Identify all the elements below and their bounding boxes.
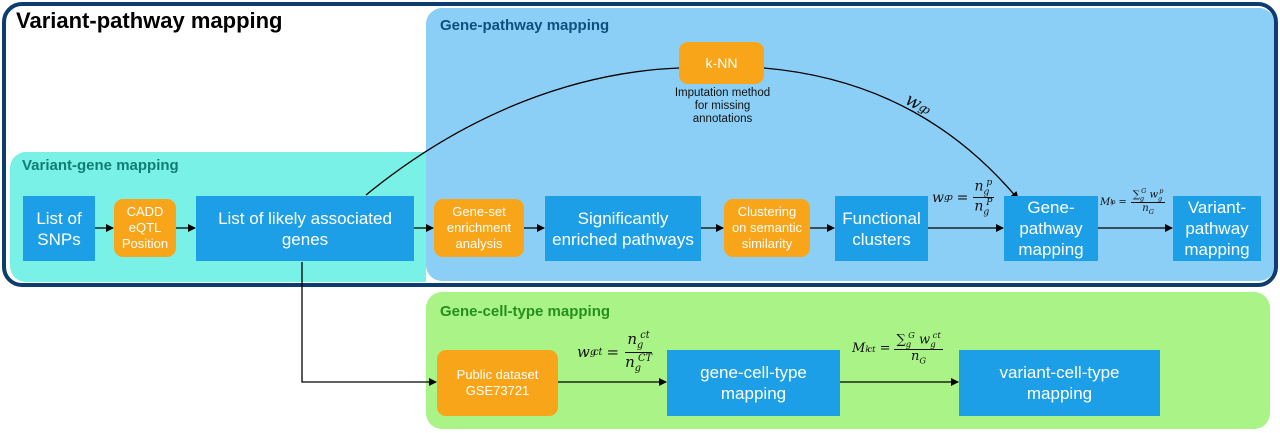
functional-clusters-box: Functional clusters <box>835 196 928 261</box>
main-title: Variant-pathway mapping <box>16 8 283 33</box>
likely-associated-genes-box: List of likely associated genes <box>196 196 414 261</box>
gene-pathway-mapping-box: Gene- pathway mapping <box>1004 196 1098 261</box>
knn-box: k-NN <box>679 42 764 84</box>
significantly-enriched-pathways-box: Significantly enriched pathways <box>545 196 701 261</box>
imputation-note: Imputation method for missing annotation… <box>674 87 771 125</box>
clustering-semantic-similarity-box: Clustering on semantic similarity <box>724 199 810 257</box>
gene-celltype-mapping-box: gene-cell-type mapping <box>667 350 840 416</box>
arrow-genes-to-public-dataset <box>301 262 437 386</box>
variant-gene-title: Variant-gene mapping <box>22 157 179 174</box>
gene-set-enrichment-box: Gene-set enrichment analysis <box>434 199 524 257</box>
list-of-snps-box: List of SNPs <box>23 196 95 261</box>
gene-pathway-title: Gene-pathway mapping <box>440 17 610 34</box>
gene-celltype-title: Gene-cell-type mapping <box>440 303 611 320</box>
arrow-knn-to-genepathway-curve <box>763 67 1019 200</box>
arrow-genes-to-knn-curve <box>365 67 680 196</box>
variant-pathway-mapping-box: Variant- pathway mapping <box>1173 196 1261 261</box>
public-dataset-box: Public dataset GSE73721 <box>437 350 558 416</box>
variant-pathway-outer-frame <box>2 2 1278 287</box>
variant-celltype-mapping-box: variant-cell-type mapping <box>959 350 1160 416</box>
cadd-eqtl-position-box: CADD eQTL Position <box>114 199 176 257</box>
